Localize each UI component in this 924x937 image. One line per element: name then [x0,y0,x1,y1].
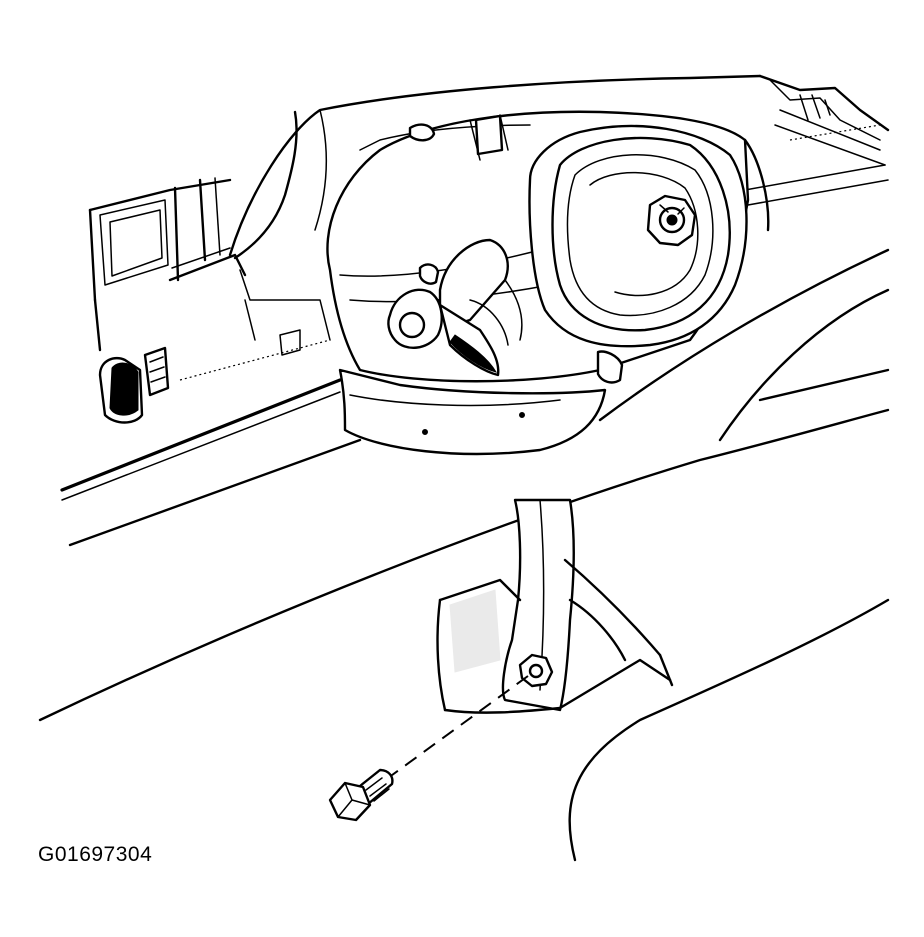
lower-shroud [338,350,624,456]
turn-signal-lever [387,238,523,377]
column-support-bracket [436,248,890,862]
steering-column-hub [528,124,748,348]
left-dash-panel [88,177,331,381]
bolt-install-path [387,675,529,779]
dash-switch-left [98,346,170,424]
figure-id-label: G01697304 [38,843,153,866]
dash-lower-edge [38,368,890,722]
bracket-nut [518,653,554,688]
instrument-panel-structure [228,74,890,260]
mounting-bolt [328,768,394,822]
